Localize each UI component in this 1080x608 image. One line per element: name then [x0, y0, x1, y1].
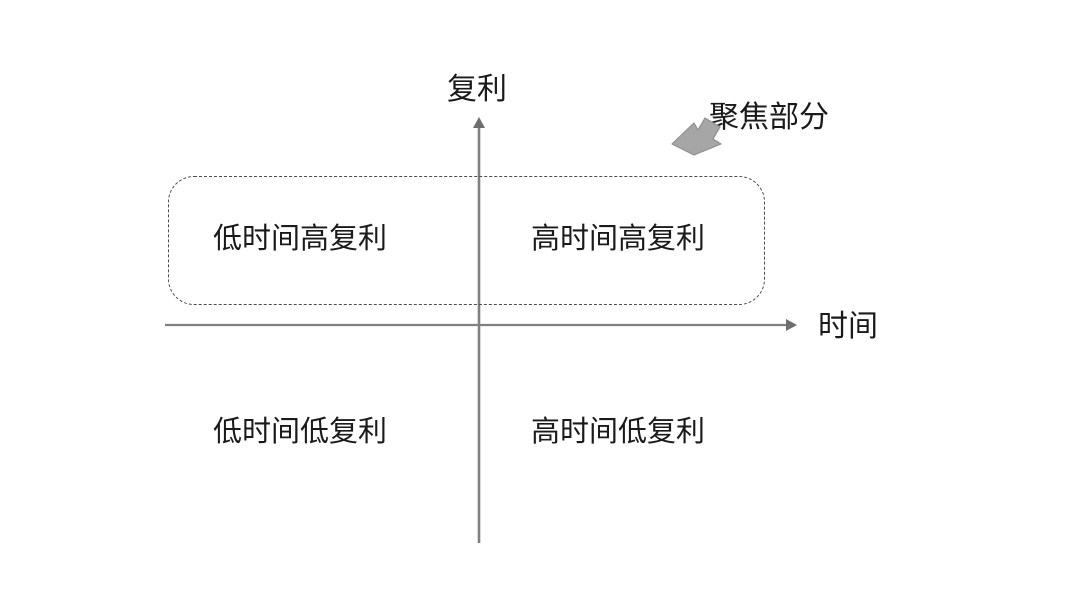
y-axis-label: 复利 — [447, 73, 507, 106]
x-axis-label: 时间 — [818, 310, 878, 343]
quadrant-label-bottom-left: 低时间低复利 — [213, 416, 388, 448]
focus-pointer-arrow-icon — [671, 117, 722, 156]
quadrant-label-top-right: 高时间高复利 — [531, 223, 706, 255]
time-axis — [165, 319, 797, 331]
quadrant-label-bottom-right: 高时间低复利 — [531, 416, 706, 448]
focus-dashed-region — [168, 176, 765, 305]
quadrant-label-top-left: 低时间高复利 — [213, 223, 388, 255]
focus-annotation-label: 聚焦部分 — [709, 101, 829, 134]
